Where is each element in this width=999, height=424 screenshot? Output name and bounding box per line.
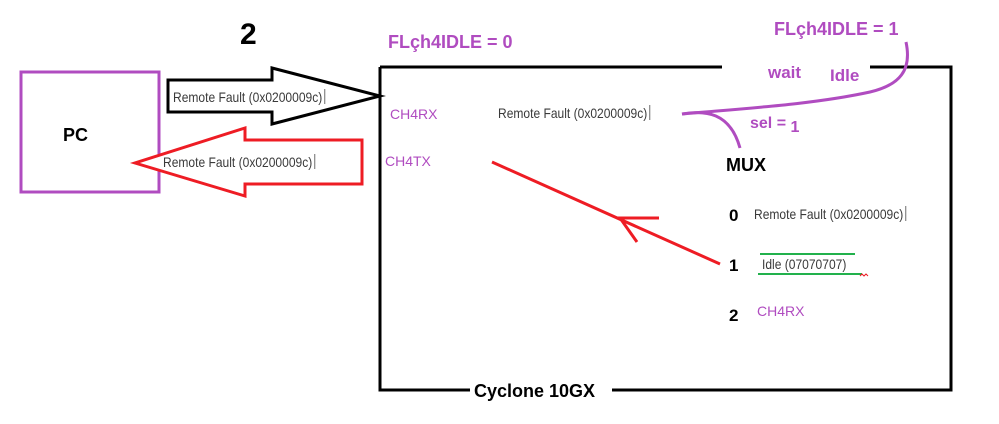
rx-signal-label: Remote Fault (0x0200009c) (498, 105, 650, 120)
flag-curve (681, 41, 909, 116)
idle-label: Idle (830, 66, 860, 85)
sel-curve (681, 111, 742, 149)
ch4rx-label: CH4RX (390, 106, 438, 122)
tx-path-arrowhead (617, 216, 659, 243)
mux-title: MUX (726, 155, 766, 175)
wait-label: wait (768, 63, 802, 82)
tx-path-line (491, 160, 721, 266)
fpga-label: Cyclone 10GX (474, 381, 596, 401)
mux-input-0-index: 0 (729, 206, 739, 225)
mux-input-1-label: Idle (07070707) (762, 256, 847, 272)
idle-red-squiggle (859, 273, 869, 277)
sel-value: 1 (790, 119, 800, 136)
ch4tx-label: CH4TX (385, 153, 431, 169)
arrow-to-pc-label: Remote Fault (0x0200009c) (163, 154, 315, 169)
sel-text: sel = (750, 115, 791, 132)
flag-left: FLçh4IDLE = 0 (388, 32, 513, 52)
step-number: 2 (240, 18, 257, 51)
sel-label: sel = 1 (750, 115, 799, 136)
pc-label: PC (63, 125, 89, 145)
mux-input-2-index: 2 (729, 306, 739, 325)
pc-box (19, 70, 161, 194)
mux-input-2-label: CH4RX (757, 303, 805, 319)
arrow-to-fpga-label: Remote Fault (0x0200009c) (173, 89, 325, 104)
fpga-box (378, 65, 953, 392)
mux-input-1-index: 1 (729, 256, 739, 275)
flag-right: FLçh4IDLE = 1 (774, 19, 899, 39)
mux-input-0-label: Remote Fault (0x0200009c) (754, 206, 906, 221)
